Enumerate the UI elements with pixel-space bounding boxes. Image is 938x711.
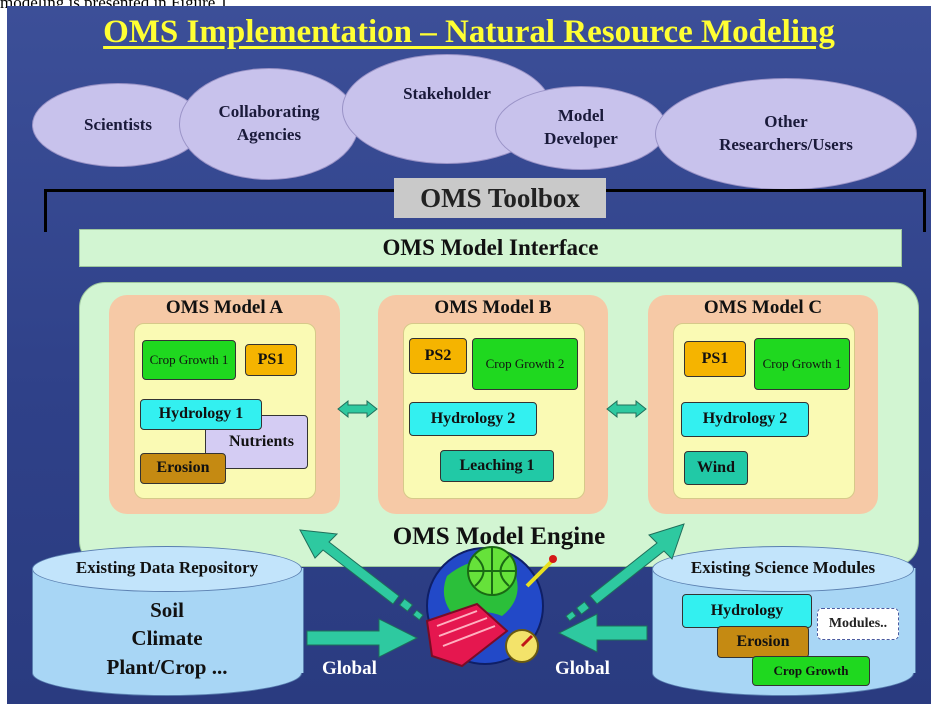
global-label-left: Global <box>322 658 377 679</box>
arrow-to-engine-left <box>299 529 424 621</box>
double-arrow-b-c <box>606 399 647 419</box>
model-b: OMS Model B PS2 Crop Growth 2 Hydrology … <box>378 295 608 514</box>
science-module-crop-growth: Crop Growth <box>752 656 870 686</box>
model-c-ps: PS1 <box>684 341 746 377</box>
model-a-workspace: Crop Growth 1 PS1 Nutrients Hydrology 1 … <box>134 323 316 499</box>
data-repository: Existing Data Repository Soil Climate Pl… <box>32 546 304 696</box>
model-b-hydrology: Hydrology 2 <box>409 402 537 436</box>
model-a-crop-growth: Crop Growth 1 <box>142 340 236 380</box>
model-a-title: OMS Model A <box>165 297 284 318</box>
science-modules-title: Existing Science Modules <box>690 558 876 577</box>
model-a-hydrology: Hydrology 1 <box>140 399 262 430</box>
model-b-crop-growth: Crop Growth 2 <box>472 338 578 390</box>
model-c-crop-growth: Crop Growth 1 <box>754 338 850 390</box>
diagram-title: OMS Implementation – Natural Resource Mo… <box>103 14 835 50</box>
global-label-right: Global <box>555 658 610 679</box>
model-a: OMS Model A Crop Growth 1 PS1 Nutrients … <box>109 295 340 514</box>
data-repository-title: Existing Data Repository <box>75 558 259 577</box>
science-module-hydrology: Hydrology <box>682 594 812 628</box>
connector-arrows <box>299 399 685 668</box>
arrow-global-right <box>557 613 648 653</box>
science-module-more: Modules.. <box>817 608 899 640</box>
arrow-global-left <box>306 618 419 658</box>
globe-icon <box>425 546 557 668</box>
model-a-erosion: Erosion <box>140 453 226 484</box>
model-engine-label: OMS Model Engine <box>392 523 606 550</box>
model-c-wind: Wind <box>684 451 748 485</box>
double-arrow-a-b <box>337 399 378 419</box>
model-c-workspace: PS1 Crop Growth 1 Hydrology 2 Wind <box>673 323 855 499</box>
model-engine: OMS Model A Crop Growth 1 PS1 Nutrients … <box>79 282 919 567</box>
model-interface-bar: OMS Model Interface <box>79 229 902 267</box>
model-c-title: OMS Model C <box>703 297 823 318</box>
stakeholder-scientists: Scientists <box>32 83 204 167</box>
model-c: OMS Model C PS1 Crop Growth 1 Hydrology … <box>648 295 878 514</box>
toolbox-label: OMS Toolbox <box>394 178 606 218</box>
model-b-title: OMS Model B <box>434 297 552 318</box>
data-repository-items: Soil Climate Plant/Crop ... <box>106 598 228 679</box>
model-a-ps: PS1 <box>245 344 297 376</box>
model-b-ps: PS2 <box>409 338 467 374</box>
model-c-hydrology: Hydrology 2 <box>681 402 809 437</box>
science-modules: Existing Science Modules Hydrology Erosi… <box>652 546 916 696</box>
oms-diagram: OMS Implementation – Natural Resource Mo… <box>7 6 931 704</box>
model-b-leaching: Leaching 1 <box>440 450 554 482</box>
model-b-workspace: PS2 Crop Growth 2 Hydrology 2 Leaching 1 <box>403 323 585 499</box>
arrow-to-engine-right <box>565 523 685 622</box>
